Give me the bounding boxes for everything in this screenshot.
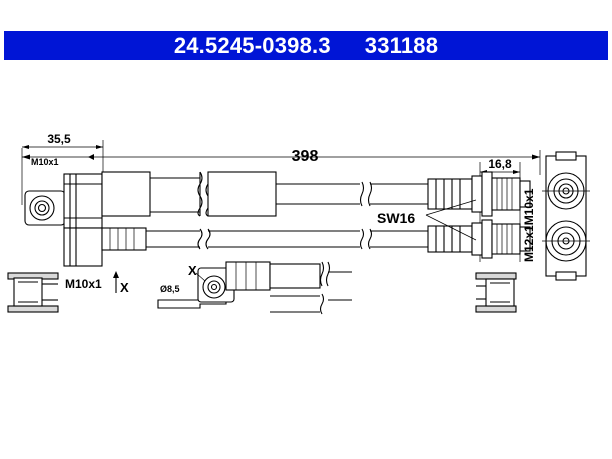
banjo-detail bbox=[157, 261, 352, 315]
lower-hose bbox=[63, 219, 531, 267]
part-number: 24.5245-0398.3 bbox=[173, 32, 331, 58]
right-end-view bbox=[542, 151, 590, 281]
header-bar: 24.5245-0398.3 331188 bbox=[4, 31, 608, 60]
upper-hose bbox=[24, 171, 531, 229]
left-fitting-length-label: 35,5 bbox=[47, 132, 71, 146]
bolt-hole-diameter-label: Ø8,5 bbox=[160, 284, 180, 294]
left-section-detail bbox=[7, 272, 59, 313]
total-length-label: 398 bbox=[292, 148, 319, 165]
reference-number: 331188 bbox=[364, 32, 439, 58]
total-length-dimension bbox=[21, 148, 541, 205]
left-thread-bottom-label: M10x1 bbox=[65, 277, 102, 291]
view-marker-left: X bbox=[120, 280, 129, 295]
right-threads-label: M12x1M10x1 bbox=[522, 188, 536, 262]
view-marker-detail: X bbox=[188, 263, 197, 278]
right-fitting-length-label: 16,8 bbox=[488, 157, 512, 171]
right-section-detail bbox=[475, 272, 517, 313]
left-thread-top-label: M10x1 bbox=[31, 157, 59, 167]
wrench-size-label: SW16 bbox=[377, 210, 415, 226]
